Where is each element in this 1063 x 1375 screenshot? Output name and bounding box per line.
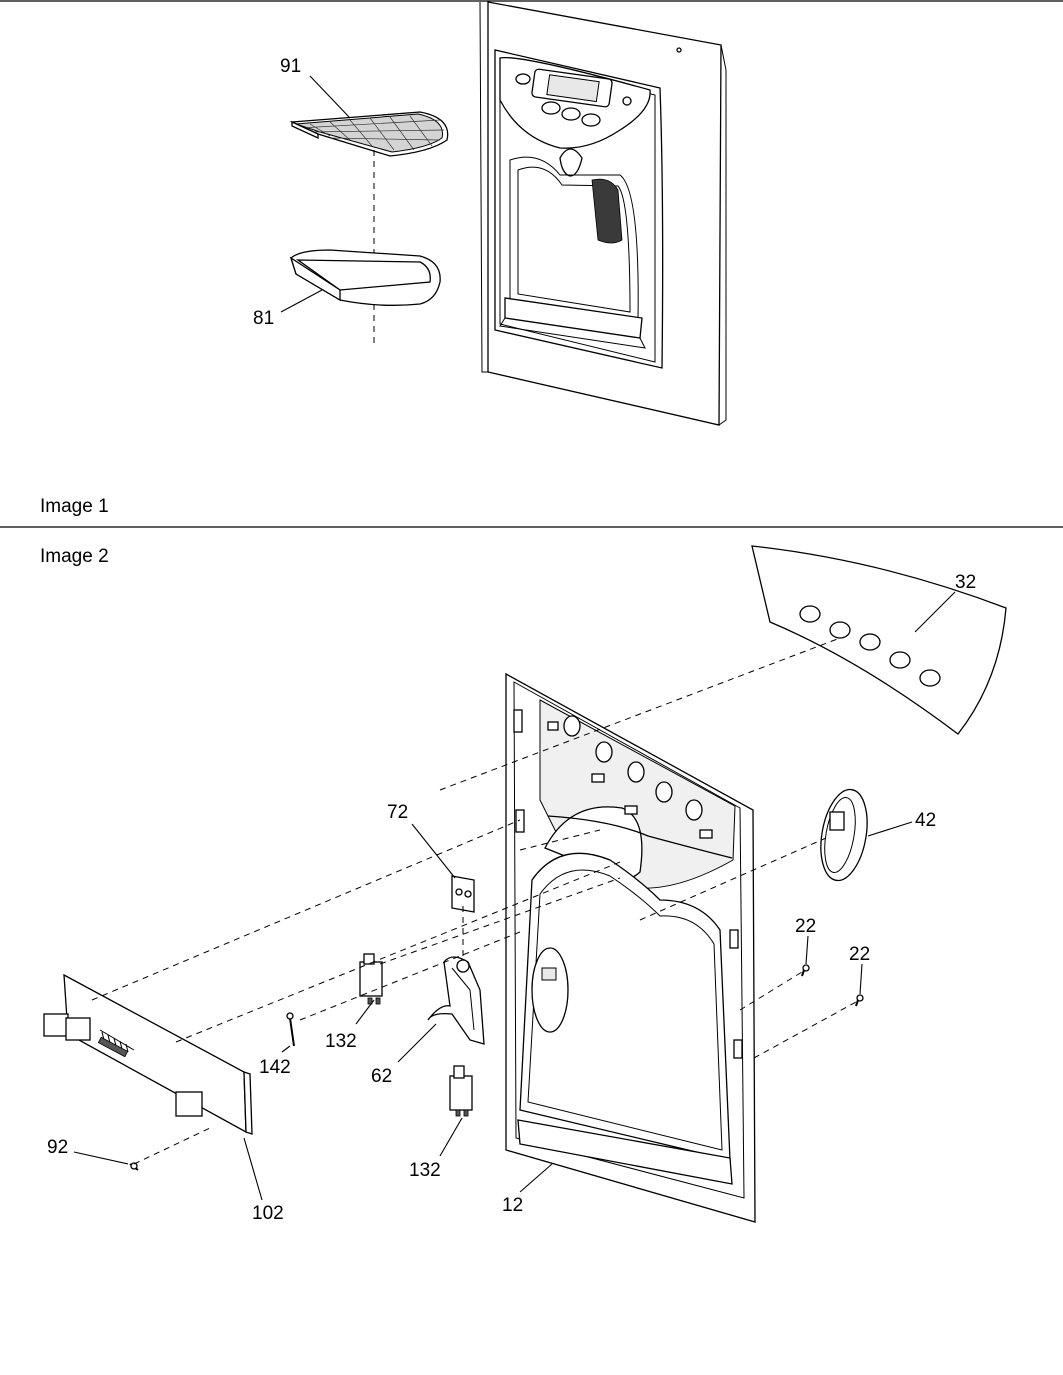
callout-72: 72 bbox=[387, 802, 408, 823]
assembly-line-92 bbox=[133, 1127, 211, 1165]
section-label-image-2: Image 2 bbox=[40, 546, 109, 567]
leader-132b bbox=[439, 1117, 463, 1157]
part-72-bracket bbox=[451, 875, 475, 913]
callout-81: 81 bbox=[253, 308, 274, 329]
leader-32 bbox=[914, 591, 956, 633]
callout-91: 91 bbox=[280, 56, 301, 77]
part-12-housing bbox=[505, 672, 756, 1223]
image-2-group: Image 2 bbox=[40, 545, 1007, 1224]
dispenser-door-assembly bbox=[479, 1, 727, 426]
assembly-line-board-top bbox=[91, 819, 521, 1001]
callout-12: 12 bbox=[502, 1195, 523, 1216]
leader-91 bbox=[309, 75, 351, 119]
leader-102 bbox=[243, 1137, 263, 1201]
callout-142: 142 bbox=[259, 1057, 291, 1078]
assembly-line-32 bbox=[439, 637, 841, 791]
callout-132b: 132 bbox=[409, 1160, 441, 1181]
leader-72 bbox=[411, 823, 456, 879]
part-92-screw bbox=[129, 1162, 139, 1171]
callout-132a: 132 bbox=[325, 1031, 357, 1052]
leader-42 bbox=[867, 821, 913, 837]
part-32-overlay bbox=[751, 545, 1007, 735]
callout-32: 32 bbox=[955, 572, 976, 593]
callout-22a: 22 bbox=[795, 916, 816, 937]
part-81-drip-tray bbox=[289, 249, 441, 306]
leader-142 bbox=[281, 1045, 291, 1053]
image-1-group: 91 81 Image 1 bbox=[40, 1, 727, 517]
leader-92 bbox=[73, 1151, 129, 1165]
callout-102: 102 bbox=[252, 1203, 284, 1224]
assembly-line-switch bbox=[379, 877, 621, 965]
leader-132a bbox=[355, 999, 375, 1025]
leader-22b bbox=[859, 963, 863, 995]
callout-22b: 22 bbox=[849, 944, 870, 965]
leader-12 bbox=[519, 1163, 553, 1193]
assembly-line-lens bbox=[639, 837, 827, 921]
assembly-line-22a bbox=[739, 971, 803, 1011]
assembly-line-arm bbox=[519, 829, 601, 851]
leader-62 bbox=[397, 1023, 437, 1063]
part-91-grille bbox=[289, 111, 449, 157]
part-22a-screw bbox=[801, 964, 810, 977]
assembly-line-screw-142 bbox=[299, 931, 521, 1021]
part-102-control-board bbox=[43, 973, 253, 1135]
assembly-line-board-mid bbox=[175, 861, 621, 1043]
leader-81 bbox=[280, 289, 323, 313]
part-22b-screw bbox=[855, 994, 864, 1007]
part-42-lens bbox=[820, 788, 868, 882]
callout-92: 92 bbox=[47, 1137, 68, 1158]
part-132b-switch bbox=[449, 1065, 473, 1117]
part-132a-switch bbox=[359, 953, 383, 1005]
leader-22a bbox=[805, 935, 809, 965]
assembly-line-22b bbox=[753, 1001, 857, 1059]
section-label-image-1: Image 1 bbox=[40, 496, 109, 517]
part-62-actuator bbox=[427, 956, 485, 1045]
callout-62: 62 bbox=[371, 1066, 392, 1087]
callout-42: 42 bbox=[915, 810, 936, 831]
part-142-screw bbox=[286, 1012, 295, 1047]
